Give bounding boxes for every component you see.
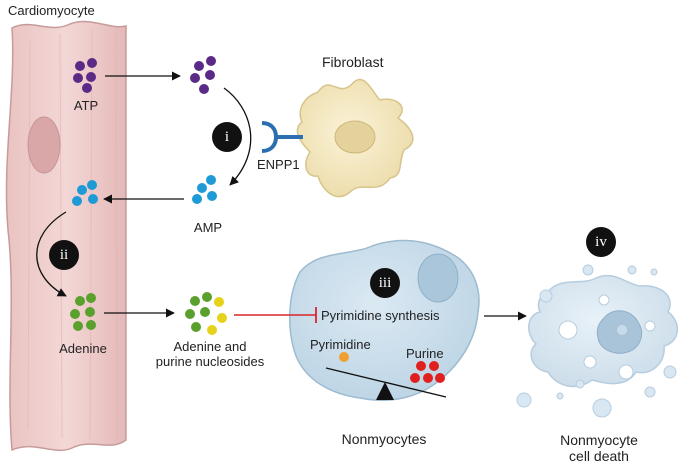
pyrimidine-molecule bbox=[339, 352, 349, 362]
nonmyocyte-cell bbox=[289, 239, 480, 401]
nonmyocytes-label: Nonmyocytes bbox=[341, 431, 427, 447]
step-iv-badge: iv bbox=[586, 227, 616, 257]
adenine-molecules-intracellular bbox=[70, 293, 96, 331]
atp-to-amp-arrow bbox=[223, 87, 252, 186]
cardiomyocyte-nucleus bbox=[27, 116, 61, 174]
nonmyocyte-death-label: Nonmyocyte cell death bbox=[560, 432, 638, 464]
cardiomyocyte-cell bbox=[5, 20, 127, 452]
atp-molecules-intracellular bbox=[73, 58, 97, 93]
amp-molecules-intracellular bbox=[72, 180, 98, 206]
amp-label: AMP bbox=[193, 220, 223, 235]
enpp1-label: ENPP1 bbox=[257, 157, 300, 172]
nonmyocyte-nucleus bbox=[417, 253, 459, 303]
seesaw-balance bbox=[325, 367, 447, 400]
step-i-badge: i bbox=[212, 122, 242, 152]
pyrimidine-synthesis-label: Pyrimidine synthesis bbox=[321, 308, 440, 323]
cardiomyocyte-label: Cardiomyocyte bbox=[8, 3, 95, 18]
step-ii-badge: ii bbox=[49, 240, 79, 270]
step-iii-badge: iii bbox=[370, 268, 400, 298]
inhibition-line bbox=[234, 307, 317, 323]
purine-label: Purine bbox=[406, 346, 444, 361]
fibroblast-cell bbox=[296, 78, 414, 198]
amp-to-adenine-arrow bbox=[36, 211, 67, 297]
amp-molecules-extracellular bbox=[192, 175, 217, 204]
atp-molecules-extracellular bbox=[190, 56, 216, 94]
adenine-nucleosides-label: Adenine and purine nucleosides bbox=[155, 339, 265, 369]
pyrimidine-label: Pyrimidine bbox=[310, 337, 371, 352]
fibroblast-nucleus bbox=[334, 120, 376, 154]
adenine-nucleoside-molecules bbox=[185, 292, 227, 335]
atp-label: ATP bbox=[73, 98, 99, 113]
enpp1-receptor bbox=[261, 121, 303, 153]
dying-nonmyocyte-cell bbox=[516, 264, 678, 418]
fibroblast-label: Fibroblast bbox=[322, 54, 384, 70]
purine-molecules bbox=[410, 361, 445, 383]
adenine-label: Adenine bbox=[59, 341, 107, 356]
